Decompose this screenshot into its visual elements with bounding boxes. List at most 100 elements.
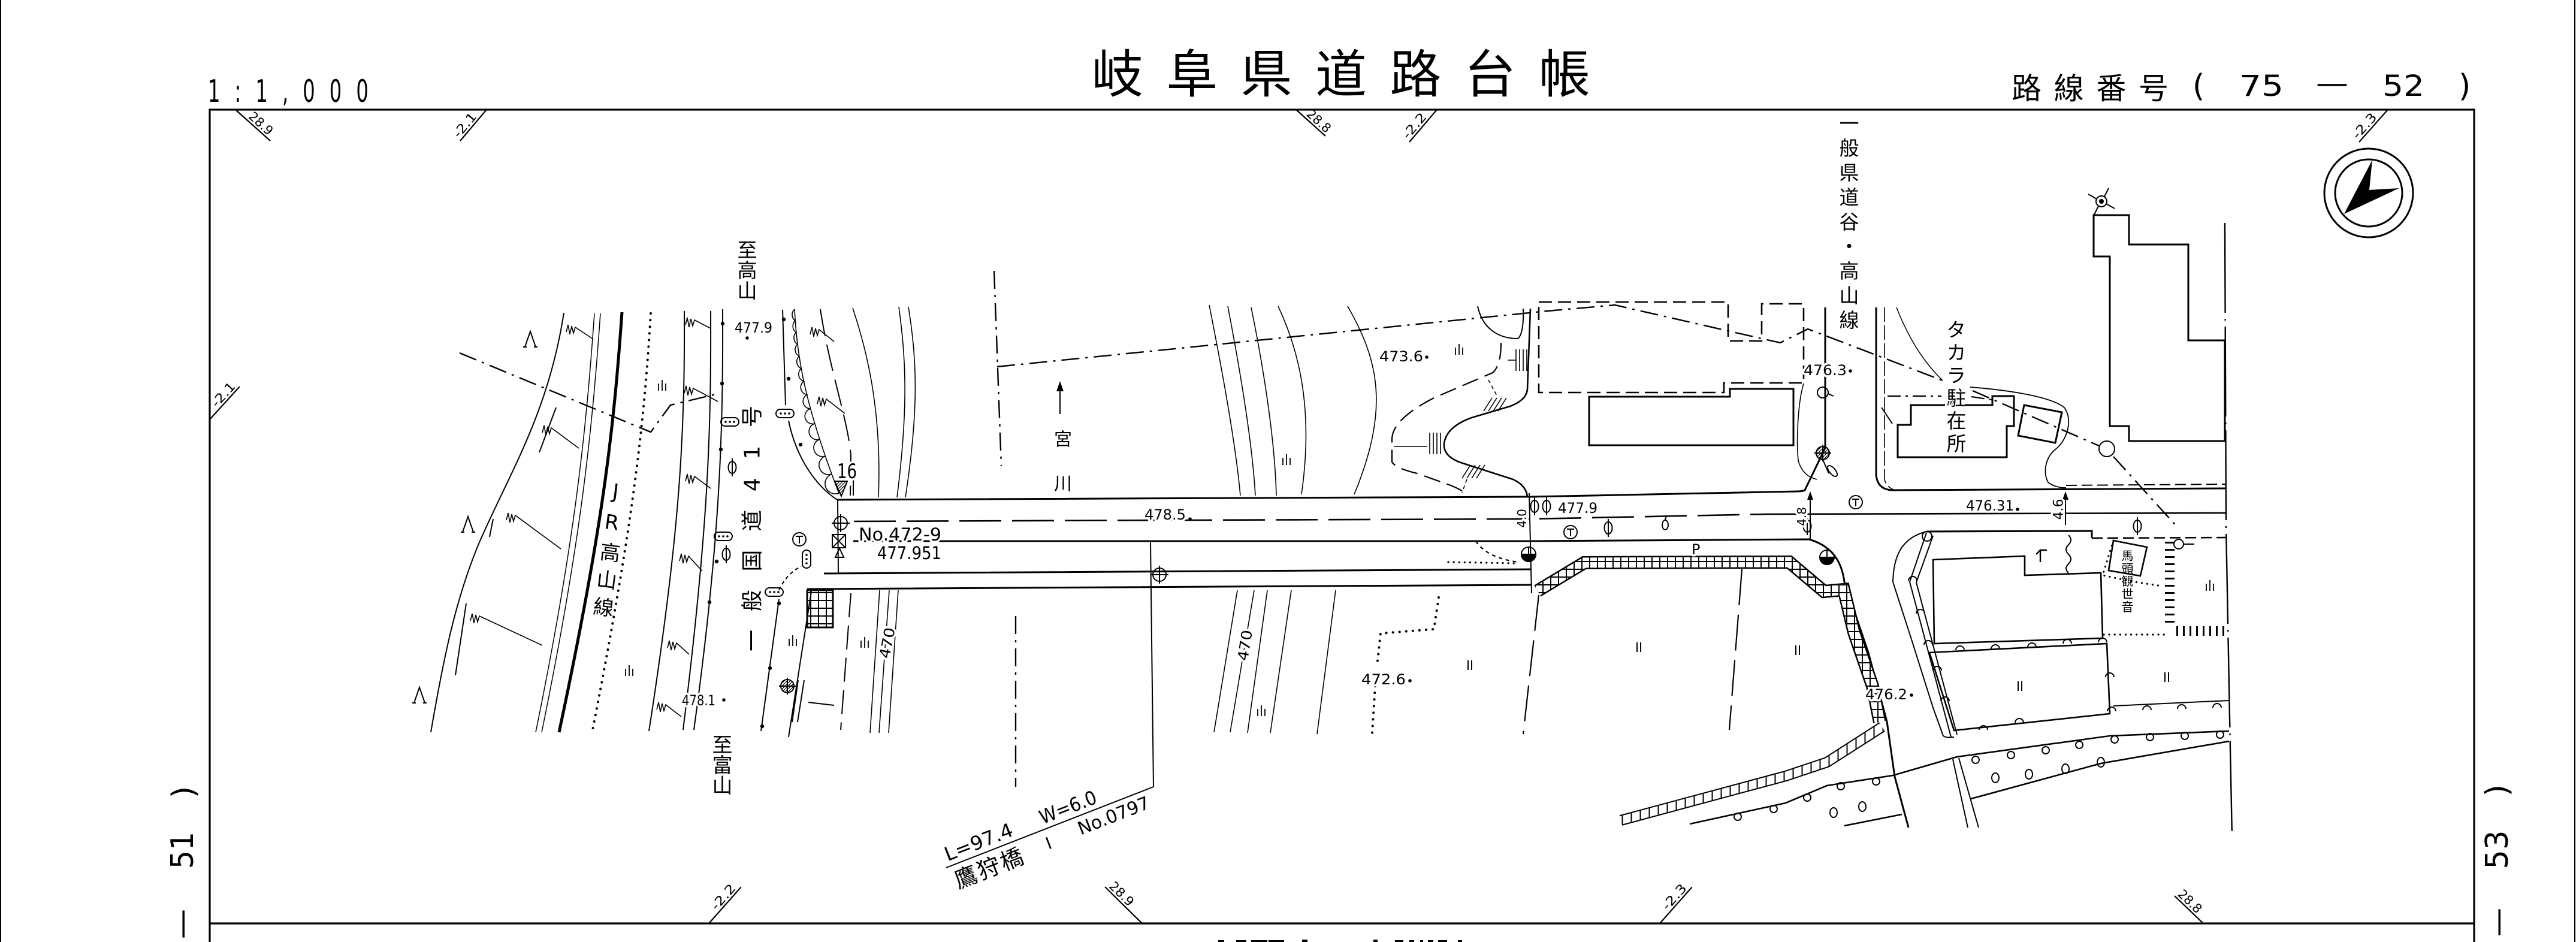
power-pole-icon [721,545,731,563]
road-sign-dot [780,412,782,415]
south-branch-east-edge [1892,531,1955,738]
hedge-bump-icon [1923,640,1933,645]
survey-station-number: No.472-9 [859,524,941,545]
survey-marker-icon [832,514,850,532]
spot-height: 478.1 [682,692,715,709]
slope-edge-segments [455,407,557,676]
road-sign-plate [775,409,795,418]
road-sign-plate [802,550,811,569]
fence-post-icon [2075,741,2083,749]
width-dimension-arrow-icon [1807,491,1813,500]
survey-marker-cross [832,514,850,532]
slope-hachure-icon [566,324,594,340]
wasteland-symbol-icon [789,635,797,646]
survey-marker-cross [1150,566,1168,584]
grid-marker-top: -2.2 [1399,109,1438,143]
spot-height: 478.5 [1144,506,1186,523]
text-fragment [1438,940,1447,942]
to-takayama-label: 至高山 [734,240,757,301]
hedge-bump-icon [2177,704,2187,709]
width-dimension-line [1807,491,2068,539]
curb-segment [1881,407,1893,424]
river-west-bank-line [896,306,905,498]
prefectural-road-east-edge [1875,307,2227,491]
river-flow-arrow-head [1056,381,1064,391]
spot-height: 473.6 [1379,348,1423,365]
fence-post-icon [2181,732,2189,740]
road-sign-icon [720,417,739,427]
guardrail-post-dot [768,666,772,671]
drain-inlet-icon [1662,515,1669,530]
road-sign-dot [733,421,735,423]
telephone-pole-mark [796,536,803,544]
fence-post-icon [1803,793,1811,802]
adjacent-left-separator: — [164,909,199,939]
lower-road-edge [1844,740,2230,827]
building [1932,555,2104,645]
north-arrow-inner-ring [2334,158,2403,228]
slope-hachure-icon [817,396,845,414]
large-building [2092,214,2226,442]
grid-marker-top: -2.1 [450,109,487,141]
kilometer-post-icon [833,481,848,498]
hatched-pole-cross [779,678,796,695]
road-width-label: 4.0 [1515,509,1529,528]
hedge-bump-icon [1932,666,1942,671]
boundary-dotted-line [1371,596,1440,734]
conifer-symbol-icon [412,685,427,704]
fence-post-icon [2146,733,2154,741]
route-41-east-edge-south [760,599,780,732]
fence-post-icon [2110,735,2119,744]
slope-hachure-icon [685,473,711,489]
grid-marker-top: 28.8 [1295,107,1334,137]
slope-hachure-icon [1429,433,1441,454]
drain-inlet-ring [1662,520,1669,530]
tree-symbol-icon [2097,757,2105,768]
text-fragment [1236,940,1246,942]
bench-mark-icon [834,547,845,558]
hedge-bump-icon [2015,718,2024,723]
grid-label: 28.8 [1304,107,1334,136]
route-41-east-dashed-line [840,593,851,730]
spot-height: 477.9 [1558,500,1597,517]
text-fragment [1251,940,1267,942]
telephone-pole-ring [1849,495,1863,509]
hatched-pole-icon [779,678,796,695]
tree-symbol-icon [2025,769,2033,780]
grid-label: -2.2 [708,881,739,913]
contour-label: 470 [1234,629,1256,662]
prefectural-road-label: 一般県道谷・高山線 [1836,113,1859,334]
slope-hachure-icon [679,553,703,572]
monument-outline [2107,539,2148,577]
spot-height-point [2016,508,2019,511]
conifer-symbol-icon [461,514,475,533]
river-name-label: 宮川 [1050,430,1071,518]
route-41-slope-line [648,310,685,732]
hedge-bump-icon [1908,576,1917,581]
control-point-center [2099,199,2104,204]
grid-tick [235,109,271,141]
boundary-dash-dot-line [996,304,2178,528]
boundary-point-icon [2173,539,2184,550]
spot-height-point [722,698,726,702]
grid-tick [1659,886,1693,924]
manhole-box-cross [832,534,846,548]
road-center-line-dashed [853,513,1768,523]
telephone-pole-mark [1852,499,1859,506]
river-west-bank-line [869,590,899,733]
national-route-label: 一般国道41号 [741,406,765,651]
conifer-symbol-icon [523,329,537,348]
adjacent-right-separator: — [2480,908,2515,937]
fence-post-icon [1971,756,1980,764]
fence-post-icon [1837,782,1845,790]
grid-marker-bottom: 28.8 [2174,887,2205,924]
lower-road-edge [1689,730,2230,825]
north-arrow-icon [2323,147,2414,238]
text-fragment [1458,940,1462,942]
power-pole-icon [2133,517,2142,535]
road-sign-dot [773,591,775,593]
railway-side-line [541,313,601,733]
